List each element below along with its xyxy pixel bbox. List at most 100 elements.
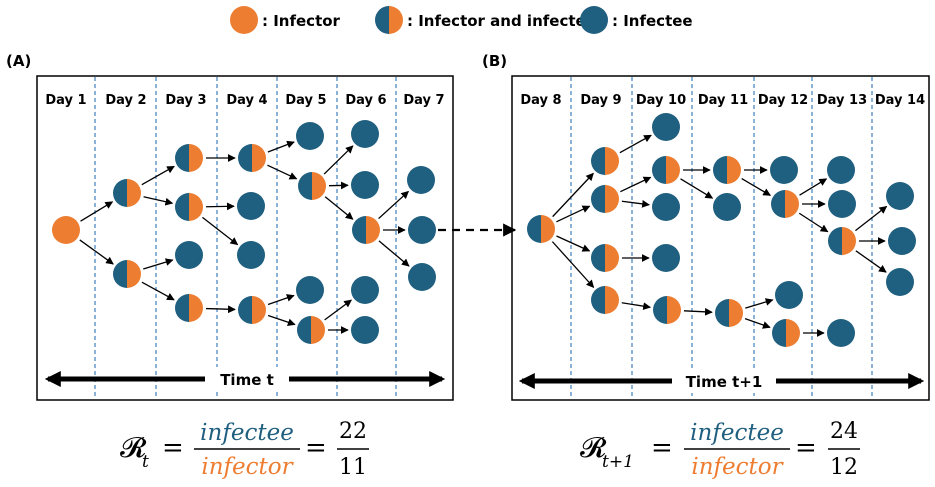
infector-and-infectee-node <box>527 215 555 243</box>
legend-infector-label: : Infector <box>262 12 341 30</box>
infector-and-infectee-node <box>591 147 619 175</box>
transmission-arrow <box>551 241 595 288</box>
infector-and-infectee-node <box>713 156 741 184</box>
infector-and-infectee-node <box>352 216 380 244</box>
day-label: Day 2 <box>105 93 146 108</box>
transmission-arrow <box>141 165 175 186</box>
panel-a-label: (A) <box>6 52 31 70</box>
infector-and-infectee-node <box>175 294 203 322</box>
transmission-arrow <box>205 305 236 314</box>
infectee-node <box>770 156 798 184</box>
formula-a-denominator: infector <box>201 454 294 480</box>
transmission-arrow <box>267 164 298 180</box>
panel-a-dividers <box>94 77 397 399</box>
formula-a-sub: t <box>142 452 149 472</box>
transmission-arrow <box>683 307 713 316</box>
legend-infectee-label: : Infectee <box>612 12 693 30</box>
formula-a-lhs: 𝓡 <box>120 431 147 464</box>
infectee-node <box>237 241 265 269</box>
infectee-node <box>886 268 914 296</box>
day-label: Day 9 <box>580 93 621 108</box>
day-label: Day 10 <box>636 93 686 108</box>
transmission-arrow <box>267 140 295 153</box>
formula-b-value-num: 24 <box>830 419 858 444</box>
panel-b-day-labels: Day 8 Day 9 Day 10 Day 11 Day 12 Day 13 … <box>520 93 925 108</box>
infector-and-infectee-node <box>238 144 266 172</box>
transmission-arrow <box>378 190 409 220</box>
formula-a-eq1: = <box>162 433 184 463</box>
transmission-arrow <box>745 298 774 309</box>
infectee-node <box>408 263 436 291</box>
legend: : Infector : Infector and infectee : Inf… <box>230 6 693 34</box>
infectee-node <box>828 190 856 218</box>
infector-and-infectee-node <box>591 244 619 272</box>
transmission-arrow <box>143 196 174 206</box>
panel-b-dividers <box>570 77 873 399</box>
infectee-node <box>351 316 379 344</box>
formula-a: 𝓡 t = infectee infector = 22 11 <box>120 419 369 480</box>
infectee-node <box>351 171 379 199</box>
formula-a-value-den: 11 <box>339 455 367 480</box>
formula-a-eq2: = <box>305 433 327 463</box>
time-label-b-bg <box>672 369 776 393</box>
infector-and-infectee-node <box>113 260 141 288</box>
infector-and-infectee-node <box>715 299 743 327</box>
formula-b-sub: t+1 <box>602 452 634 472</box>
transmission-arrow <box>267 314 296 326</box>
formula-a-numerator: infectee <box>200 420 294 446</box>
transmission-arrow <box>552 172 594 218</box>
legend-infectee-swatch <box>580 6 608 34</box>
legend-infector-swatch <box>230 6 258 34</box>
formula-b-eq1: = <box>651 433 673 463</box>
transmission-arrow <box>323 145 354 175</box>
day-label: Day 3 <box>165 93 206 108</box>
panel-a-day-labels: Day 1 Day 2 Day 3 Day 4 Day 5 Day 6 Day … <box>45 93 444 108</box>
infector-and-infectee-node <box>591 286 619 314</box>
panel-a-nodes <box>52 120 436 344</box>
infector-and-infectee-node <box>238 296 266 324</box>
panel-b-nodes <box>527 113 916 347</box>
transmission-arrow <box>324 299 352 321</box>
transmission-arrow <box>202 216 239 246</box>
transmission-arrow <box>855 250 887 273</box>
panel-a-edges <box>79 140 410 334</box>
formula-b-value-den: 12 <box>830 455 858 480</box>
infectee-node <box>296 276 324 304</box>
panel-b: Day 8 Day 9 Day 10 Day 11 Day 12 Day 13 … <box>511 75 930 401</box>
transmission-arrow <box>621 302 651 311</box>
legend-both-swatch <box>375 6 403 34</box>
panel-b-frame <box>511 75 930 401</box>
infectee-node <box>296 122 324 150</box>
transmission-arrow <box>267 294 295 306</box>
transmission-arrow <box>620 176 652 193</box>
transmission-arrow <box>143 258 174 270</box>
transmission-arrow <box>619 134 652 154</box>
panel-b-edges <box>551 134 888 337</box>
transmission-arrow <box>799 178 828 196</box>
formula-b-eq2: = <box>795 433 817 463</box>
infectee-node <box>886 182 914 210</box>
infector-node <box>52 216 80 244</box>
infectee-node <box>351 120 379 148</box>
infectee-node <box>713 193 741 221</box>
day-label: Day 7 <box>403 93 444 108</box>
time-label-b: Time t+1 <box>686 373 763 391</box>
infectee-node <box>351 276 379 304</box>
transmission-arrow <box>741 178 772 196</box>
day-label: Day 6 <box>345 93 386 108</box>
panel-b-label: (B) <box>482 52 507 70</box>
infector-and-infectee-node <box>828 227 856 255</box>
formula-b-denominator: infector <box>691 454 784 480</box>
infectee-node <box>175 241 203 269</box>
day-label: Day 8 <box>520 93 561 108</box>
infector-and-infectee-node <box>297 316 325 344</box>
infector-and-infectee-node <box>113 179 141 207</box>
formula-b-numerator: infectee <box>690 420 784 446</box>
transmission-arrow <box>324 196 354 220</box>
time-label-a-bg <box>205 367 289 391</box>
infector-and-infectee-node <box>653 296 681 324</box>
legend-both-label: : Infector and infectee <box>407 12 596 30</box>
transmission-arrow <box>556 205 591 223</box>
day-label: Day 12 <box>758 93 808 108</box>
transmission-arrow <box>621 200 650 208</box>
